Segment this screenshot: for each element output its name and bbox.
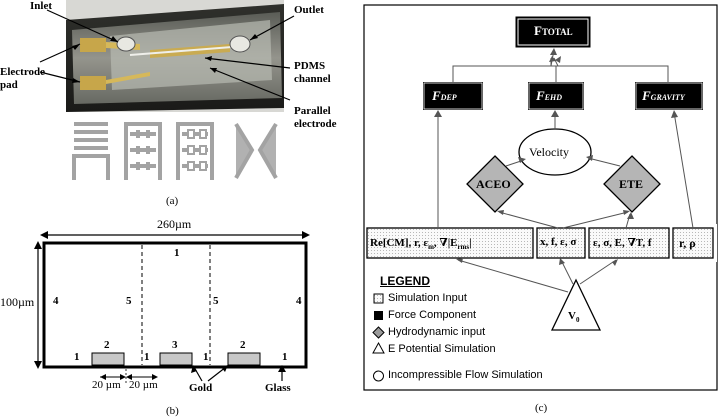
source-label: V0 bbox=[568, 310, 579, 324]
height-label: 100µm bbox=[0, 295, 35, 309]
input-re-cm-sub: m bbox=[428, 243, 434, 252]
parallel-label-1: Parallel bbox=[294, 105, 331, 117]
input-xfes: x, f, ε, σ bbox=[540, 236, 577, 248]
pdms-label-1: PDMS bbox=[294, 60, 326, 72]
source-sub: 0 bbox=[575, 316, 580, 325]
force-gravity-sub: GRAVITY bbox=[650, 93, 685, 102]
electrode-left-label: 2 bbox=[104, 339, 110, 351]
total-main: F bbox=[534, 23, 542, 38]
velocity-label: Velocity bbox=[529, 145, 569, 159]
legend-item-e-potential: E Potential Simulation bbox=[388, 343, 496, 355]
pdms-label-2: channel bbox=[294, 73, 331, 85]
force-dep: FDEP bbox=[432, 88, 457, 104]
source-main: V bbox=[568, 310, 576, 322]
force-ehd-sub: EHD bbox=[544, 93, 563, 102]
caption-c: (c) bbox=[535, 402, 548, 414]
bottom-right-label: 1 bbox=[282, 351, 288, 363]
panel-a: Inlet Outlet Electrode pad PDMS channel … bbox=[0, 0, 350, 210]
channel-cross-section bbox=[34, 231, 310, 385]
outlet-label: Outlet bbox=[294, 4, 324, 16]
glass-label: Glass bbox=[265, 382, 291, 394]
dim-left-label: 20 µm bbox=[92, 379, 121, 391]
force-gravity: FGRAVITY bbox=[642, 88, 685, 104]
input-esetf: ε, σ, E, ∇T, f bbox=[593, 237, 652, 249]
device-photo bbox=[39, 0, 295, 112]
input-re-cm-b: , ∇|E bbox=[433, 237, 458, 249]
panel-b: 260µm 100µm 1 4 4 5 5 1 1 1 1 2 3 2 20 µ… bbox=[0, 215, 350, 419]
total-label: FTOTAL bbox=[534, 23, 573, 39]
bottom-left-label: 1 bbox=[74, 351, 80, 363]
input-rrho: r, ρ bbox=[679, 236, 696, 250]
dim-right-label: 20 µm bbox=[129, 379, 158, 391]
force-dep-main: F bbox=[432, 88, 441, 103]
input-re-cm-a: Re[CM], r, ε bbox=[370, 237, 429, 249]
dash-left-label: 5 bbox=[126, 295, 132, 307]
force-ehd: FEHD bbox=[536, 88, 562, 104]
aceo-label: ACEO bbox=[476, 177, 511, 191]
bottom-mid-left-label: 1 bbox=[144, 351, 150, 363]
flowchart bbox=[363, 4, 718, 391]
electrode-mid-label: 3 bbox=[172, 339, 178, 351]
ete-label: ETE bbox=[619, 177, 644, 191]
legend-item-hydrodynamic-input: Hydrodynamic input bbox=[388, 326, 486, 338]
gold-label: Gold bbox=[189, 382, 213, 394]
input-re-cm: Re[CM], r, εm, ∇|Erms| bbox=[370, 236, 472, 251]
parallel-label-2: electrode bbox=[294, 118, 337, 130]
caption-a: (a) bbox=[166, 195, 179, 207]
dash-right-label: 5 bbox=[213, 295, 219, 307]
region-top-label: 1 bbox=[174, 247, 180, 259]
electrode-right-label: 2 bbox=[240, 339, 246, 351]
force-ehd-main: F bbox=[536, 88, 545, 103]
width-label: 260µm bbox=[157, 217, 192, 231]
input-re-cm-c: | bbox=[469, 237, 472, 249]
input-re-cm-sub2: rms bbox=[457, 243, 470, 252]
region-left-label: 4 bbox=[53, 295, 59, 307]
inlet-label: Inlet bbox=[30, 0, 52, 12]
force-dep-sub: DEP bbox=[440, 93, 457, 102]
legend-item-simulation-input: Simulation Input bbox=[388, 292, 467, 304]
legend-item-force-component: Force Component bbox=[388, 309, 477, 321]
total-sub: TOTAL bbox=[541, 27, 573, 37]
flowchart-lower bbox=[365, 110, 716, 382]
electrode-pad-label-1: Electrode bbox=[0, 66, 46, 78]
force-gravity-main: F bbox=[642, 88, 651, 103]
region-right-label: 4 bbox=[296, 295, 302, 307]
legend-title: LEGEND bbox=[380, 274, 431, 288]
electrode-pad-label-2: pad bbox=[0, 79, 18, 91]
panel-c: FTOTAL FDEP FEHD FGRAVITY Velocity ACEO … bbox=[358, 0, 723, 419]
legend-item-incompressible-flow: Incompressible Flow Simulation bbox=[388, 369, 543, 381]
electrode-patterns bbox=[72, 122, 278, 180]
bottom-mid-right-label: 1 bbox=[203, 351, 209, 363]
caption-b: (b) bbox=[166, 405, 179, 417]
